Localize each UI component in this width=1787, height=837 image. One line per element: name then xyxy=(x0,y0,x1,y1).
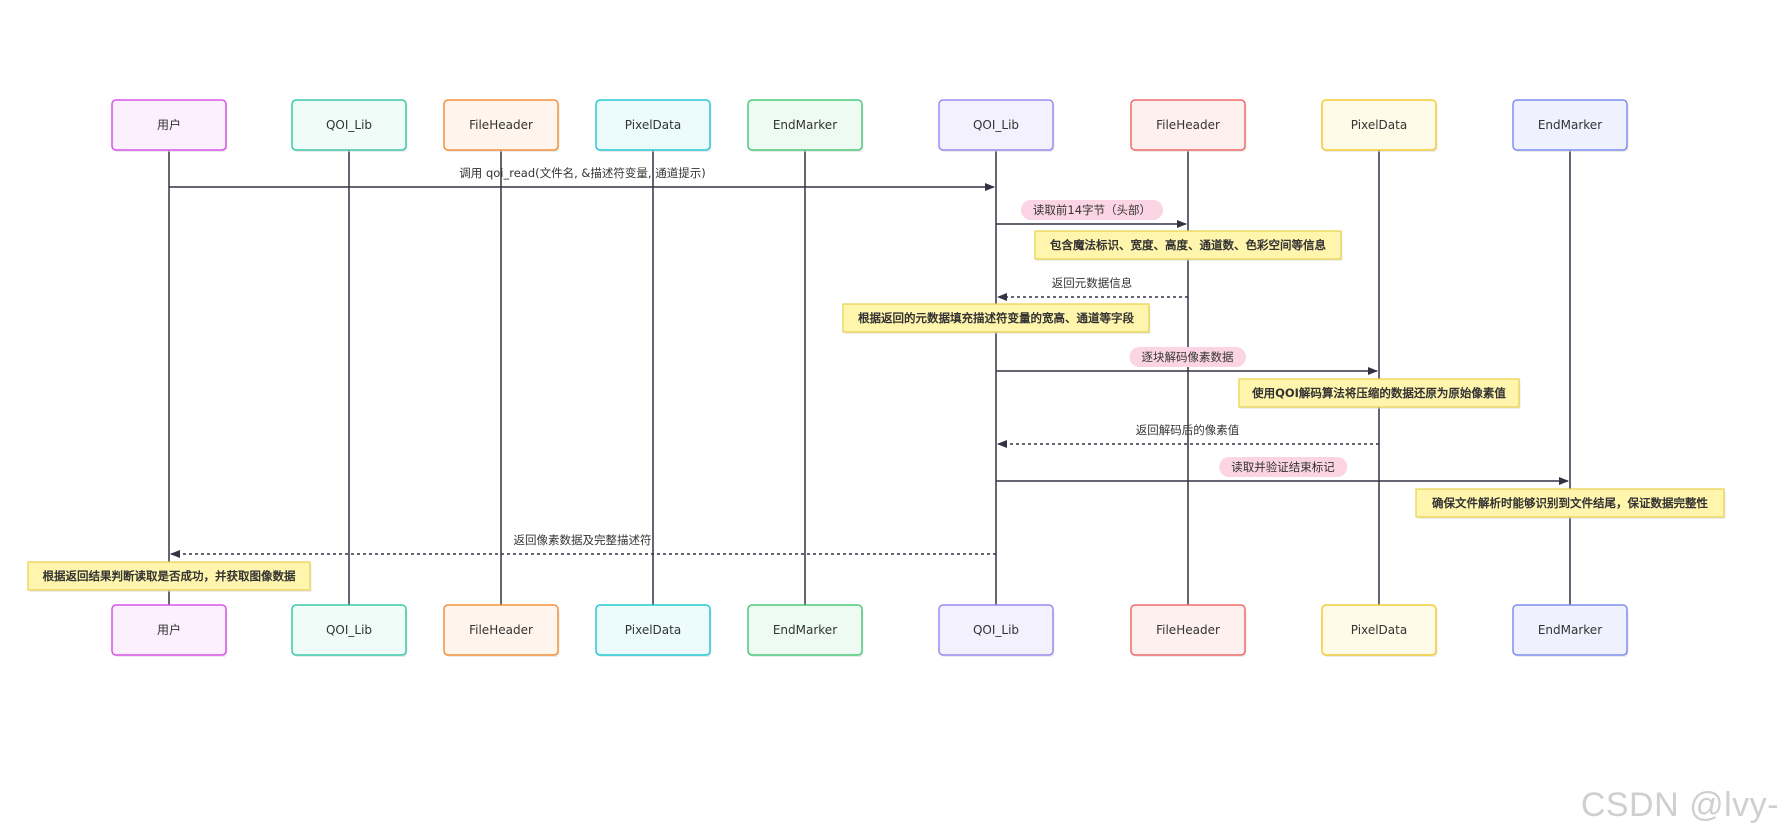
participant-pd1-top: PixelData xyxy=(595,99,712,152)
participant-label: PixelData xyxy=(1351,623,1407,637)
participant-label: QOI_Lib xyxy=(326,623,372,637)
note-text: 使用QOI解码算法将压缩的数据还原为原始像素值 xyxy=(1251,386,1506,400)
note-decode: 使用QOI解码算法将压缩的数据还原为原始像素值 xyxy=(1238,378,1521,409)
message-label-return-pixels: 返回解码后的像素值 xyxy=(1136,423,1240,437)
participant-label: PixelData xyxy=(1351,118,1407,132)
participant-label: FileHeader xyxy=(1156,623,1220,637)
message-highlight-verify-end xyxy=(1219,457,1348,477)
participant-em2-bottom: EndMarker xyxy=(1512,604,1629,657)
message-label-call-read: 调用 qoi_read(文件名, &描述符变量, 通道提示) xyxy=(459,166,705,180)
participant-label: PixelData xyxy=(625,623,681,637)
message-label-read-header: 读取前14字节（头部） xyxy=(1033,203,1151,217)
participant-pd2-top: PixelData xyxy=(1321,99,1438,152)
participant-label: QOI_Lib xyxy=(973,623,1019,637)
message-label-verify-end: 读取并验证结束标记 xyxy=(1231,460,1335,474)
participant-label: PixelData xyxy=(625,118,681,132)
participant-fh1-bottom: FileHeader xyxy=(443,604,560,657)
participant-label: FileHeader xyxy=(469,623,533,637)
participant-label: 用户 xyxy=(157,117,181,132)
note-text: 根据返回的元数据填充描述符变量的宽高、通道等字段 xyxy=(858,311,1134,325)
note-fill: 根据返回的元数据填充描述符变量的宽高、通道等字段 xyxy=(842,303,1151,334)
participant-lib1-bottom: QOI_Lib xyxy=(291,604,408,657)
participant-label: EndMarker xyxy=(1538,118,1602,132)
message-label-return-meta: 返回元数据信息 xyxy=(1052,276,1133,290)
participant-label: EndMarker xyxy=(773,623,837,637)
message-label-return-result: 返回像素数据及完整描述符 xyxy=(514,533,652,547)
message-label-decode-pixels: 逐块解码像素数据 xyxy=(1142,350,1234,364)
participant-user-top: 用户 xyxy=(111,99,228,152)
participant-fh2-bottom: FileHeader xyxy=(1130,604,1247,657)
participant-lib2-top: QOI_Lib xyxy=(938,99,1055,152)
message-highlight-decode-pixels xyxy=(1129,347,1246,367)
participant-pd2-bottom: PixelData xyxy=(1321,604,1438,657)
participant-lib1-top: QOI_Lib xyxy=(291,99,408,152)
participant-label: FileHeader xyxy=(469,118,533,132)
participant-em2-top: EndMarker xyxy=(1512,99,1629,152)
note-text: 确保文件解析时能够识别到文件结尾，保证数据完整性 xyxy=(1432,496,1708,510)
participant-lib2-bottom: QOI_Lib xyxy=(938,604,1055,657)
note-text: 根据返回结果判断读取是否成功，并获取图像数据 xyxy=(43,569,296,583)
participant-pd1-bottom: PixelData xyxy=(595,604,712,657)
participant-fh1-top: FileHeader xyxy=(443,99,560,152)
note-text: 包含魔法标识、宽度、高度、通道数、色彩空间等信息 xyxy=(1049,238,1326,252)
participant-label: EndMarker xyxy=(773,118,837,132)
participant-label: 用户 xyxy=(157,622,181,637)
participant-label: QOI_Lib xyxy=(973,118,1019,132)
note-result: 根据返回结果判断读取是否成功，并获取图像数据 xyxy=(27,561,312,592)
message-highlight-read-header xyxy=(1020,200,1164,220)
note-end: 确保文件解析时能够识别到文件结尾，保证数据完整性 xyxy=(1415,488,1726,519)
participant-user-bottom: 用户 xyxy=(111,604,228,657)
participant-em1-top: EndMarker xyxy=(747,99,864,152)
note-header: 包含魔法标识、宽度、高度、通道数、色彩空间等信息 xyxy=(1034,230,1343,261)
participant-em1-bottom: EndMarker xyxy=(747,604,864,657)
csdn-watermark: CSDN @lvy- xyxy=(1580,786,1779,824)
participant-label: EndMarker xyxy=(1538,623,1602,637)
participant-label: QOI_Lib xyxy=(326,118,372,132)
participant-fh2-top: FileHeader xyxy=(1130,99,1247,152)
participant-label: FileHeader xyxy=(1156,118,1220,132)
